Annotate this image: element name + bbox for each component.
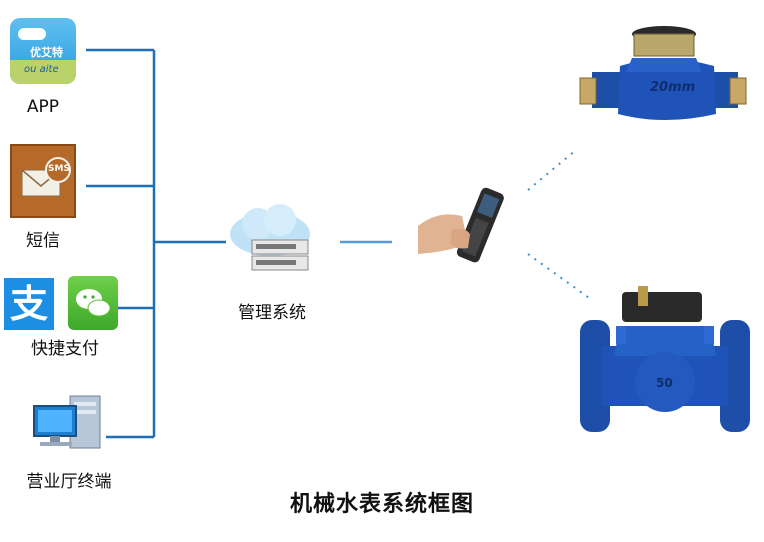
app-logo-text: 优艾特 — [30, 46, 63, 59]
small-meter-size: 20mm — [650, 80, 696, 95]
dotted-link-top — [527, 149, 577, 191]
chat-bubbles-icon — [76, 289, 111, 317]
app-logo-sub: ou aite — [24, 64, 59, 75]
cloud-server-icon — [230, 204, 310, 271]
app-icon[interactable]: 优艾特 ou aite — [10, 18, 76, 84]
cloud-icon — [18, 28, 46, 40]
handheld-reader-icon — [418, 187, 504, 263]
app-logo-band — [10, 60, 76, 84]
envelope-icon — [21, 157, 71, 197]
handheld-reader[interactable] — [418, 186, 514, 266]
sms-label: 短信 — [26, 231, 60, 251]
small-meter-icon — [579, 26, 747, 120]
dotted-link-bottom — [527, 253, 593, 301]
large-meter-size: 50 — [656, 376, 673, 390]
pay-label: 快捷支付 — [31, 339, 99, 359]
alipay-glyph: 支 — [10, 282, 49, 326]
sms-badge: SMS — [48, 164, 70, 174]
diagram-title: 机械水表系统框图 — [289, 492, 474, 517]
large-meter-icon — [580, 286, 750, 432]
small-water-meter[interactable]: 20mm — [572, 22, 756, 140]
large-water-meter[interactable]: 50 — [580, 286, 750, 436]
management-system[interactable] — [222, 200, 316, 290]
app-label: APP — [26, 97, 60, 117]
terminal-icon[interactable] — [30, 392, 106, 458]
wechat-icon[interactable] — [68, 276, 118, 330]
terminal-label: 营业厅终端 — [26, 472, 112, 492]
desktop-computer-icon — [33, 395, 101, 449]
sms-icon[interactable]: SMS — [10, 144, 76, 218]
alipay-icon[interactable]: 支 — [4, 278, 54, 330]
management-label: 管理系统 — [238, 303, 306, 323]
